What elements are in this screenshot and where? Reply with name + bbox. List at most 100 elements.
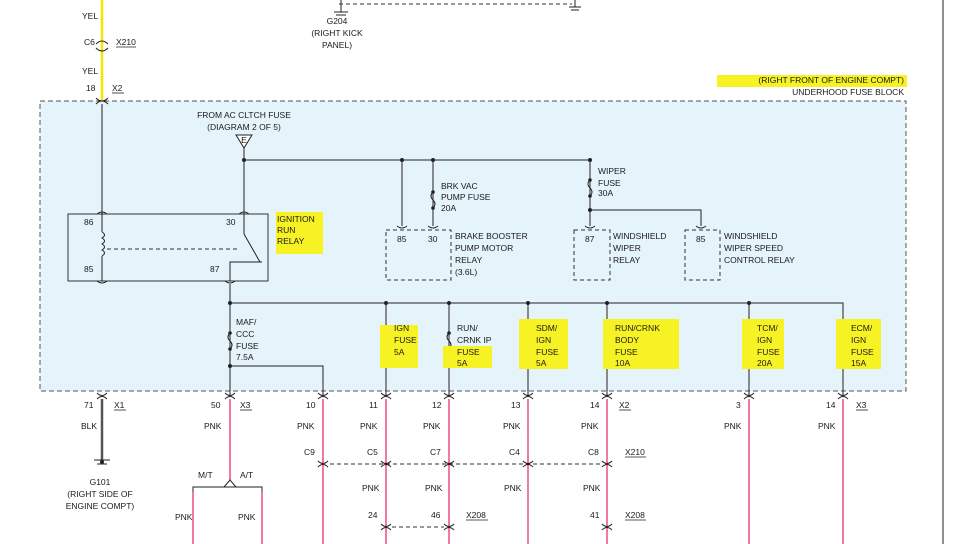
pin-71: 71: [84, 400, 94, 410]
wiper-fuse-l2: FUSE: [598, 178, 621, 188]
conn-c9: C9: [304, 447, 315, 457]
pin-11: 11: [369, 400, 378, 410]
pin-18: 18: [86, 83, 96, 93]
maf-fuse-l3: FUSE: [236, 341, 259, 351]
pin-3: 3: [736, 400, 741, 410]
brk-relay-pin85: 85: [397, 234, 407, 244]
conn-x3-a: X3: [240, 400, 251, 410]
connector-x2-top: X2: [112, 83, 123, 93]
connector-c6-symbol: [95, 40, 109, 52]
wiper-speed-pin: 85: [696, 234, 706, 244]
fuse-block-location-highlight: [717, 75, 907, 87]
brk-relay-l3: RELAY: [455, 255, 483, 265]
conn-c4: C4: [509, 447, 520, 457]
brk-vac-fuse-symbol: [430, 191, 436, 209]
pin-46: 46: [431, 510, 441, 520]
relay-name-3: RELAY: [277, 236, 305, 246]
conn-c5: C5: [367, 447, 378, 457]
wiper-relay-pin: 87: [585, 234, 595, 244]
from-ac-cltch-fuse: FROM AC CLTCH FUSE: [197, 110, 291, 120]
wiper-fuse-symbol: [587, 179, 593, 197]
wire-pnk-10: PNK: [297, 421, 315, 431]
g101-location-2: ENGINE COMPT): [66, 501, 135, 511]
c-connector-symbols: [317, 460, 613, 468]
wire-pnk-3: PNK: [724, 421, 742, 431]
brk-relay-l2: PUMP MOTOR: [455, 243, 513, 253]
wiper-fuse-l1: WIPER: [598, 166, 626, 176]
ground-g101: G101: [90, 477, 111, 487]
run-fuse-l1: RUN/: [457, 323, 478, 333]
wiper-relay-l2: WIPER: [613, 243, 641, 253]
off-page-arrow-e: [235, 134, 253, 149]
pin-50: 50: [211, 400, 221, 410]
ecm-fuse-l4: 15A: [851, 358, 866, 368]
maf-fuse-l1: MAF/: [236, 317, 257, 327]
wire-pnk-at: PNK: [238, 512, 256, 522]
wiper-relay-l3: RELAY: [613, 255, 641, 265]
pin-41: 41: [590, 510, 600, 520]
from-diagram-ref: (DIAGRAM 2 OF 5): [207, 122, 281, 132]
body-fuse-l3: FUSE: [615, 347, 638, 357]
x208-connector-symbols: [380, 523, 613, 531]
wiper-speed-l3: CONTROL RELAY: [724, 255, 795, 265]
wire-pnk-13b: PNK: [504, 483, 522, 493]
brk-relay-l1: BRAKE BOOSTER: [455, 231, 528, 241]
ecm-fuse-l3: FUSE: [851, 347, 874, 357]
ecm-fuse-l2: IGN: [851, 335, 866, 345]
ignition-run-relay: [67, 213, 269, 282]
brk-fuse-l1: BRK VAC: [441, 181, 478, 191]
wiper-speed-control-relay: [684, 229, 721, 281]
ign-fuse-l2: FUSE: [394, 335, 417, 345]
wire-pnk-mt: PNK: [175, 512, 193, 522]
wire-pnk-12b: PNK: [425, 483, 443, 493]
mt-at-split: [223, 479, 237, 488]
conn-c8: C8: [588, 447, 599, 457]
tcm-fuse-l4: 20A: [757, 358, 772, 368]
tcm-fuse-highlight: [742, 319, 784, 369]
bottom-connector-symbols: [96, 392, 849, 400]
run-fuse-l4: 5A: [457, 358, 468, 368]
connector-18-symbol: [95, 97, 109, 105]
g101-location-1: (RIGHT SIDE OF: [67, 489, 133, 499]
wiper-speed-l2: WIPER SPEED: [724, 243, 783, 253]
ground-g204: G204: [327, 16, 348, 26]
wire-color-yel-2: YEL: [82, 66, 98, 76]
relay-name-1: IGNITION: [277, 214, 315, 224]
run-fuse-l3: FUSE: [457, 347, 480, 357]
pin-10: 10: [306, 400, 316, 410]
brk-fuse-l2: PUMP FUSE: [441, 192, 491, 202]
fuse-block-name: UNDERHOOD FUSE BLOCK: [792, 87, 904, 97]
brk-relay-pin30: 30: [428, 234, 438, 244]
relay-pin-30: 30: [226, 217, 236, 227]
conn-x1: X1: [114, 400, 125, 410]
relay-pin-87: 87: [210, 264, 220, 274]
g204-location-1: (RIGHT KICK: [311, 28, 363, 38]
wire-pnk-13: PNK: [503, 421, 521, 431]
relay-pin-85: 85: [84, 264, 94, 274]
brake-booster-relay: [385, 229, 452, 281]
sdm-fuse-l1: SDM/: [536, 323, 558, 333]
wire-pnk-14: PNK: [581, 421, 599, 431]
ecm-fuse-l1: ECM/: [851, 323, 873, 333]
pin-24: 24: [368, 510, 378, 520]
pin-14b: 14: [826, 400, 836, 410]
tcm-fuse-l2: IGN: [757, 335, 772, 345]
body-fuse-l1: RUN/CRNK: [615, 323, 660, 333]
windshield-wiper-relay: [573, 229, 611, 281]
ign-fuse-l3: 5A: [394, 347, 405, 357]
pink-wires: [192, 399, 844, 544]
ecm-fuse-highlight: [836, 319, 881, 369]
wire-blk: BLK: [81, 421, 97, 431]
relay-label-highlight: [276, 212, 323, 254]
relay-name-2: RUN: [277, 225, 295, 235]
maf-fuse-l4: 7.5A: [236, 352, 254, 362]
body-fuse-l4: 10A: [615, 358, 630, 368]
relay-switch: [243, 233, 261, 263]
conn-x208-b: X208: [625, 510, 645, 520]
wiper-fuse-l3: 30A: [598, 188, 613, 198]
tcm-fuse-l3: FUSE: [757, 347, 780, 357]
label-at: A/T: [240, 470, 253, 480]
sdm-fuse-l4: 5A: [536, 358, 547, 368]
sdm-fuse-l3: FUSE: [536, 347, 559, 357]
